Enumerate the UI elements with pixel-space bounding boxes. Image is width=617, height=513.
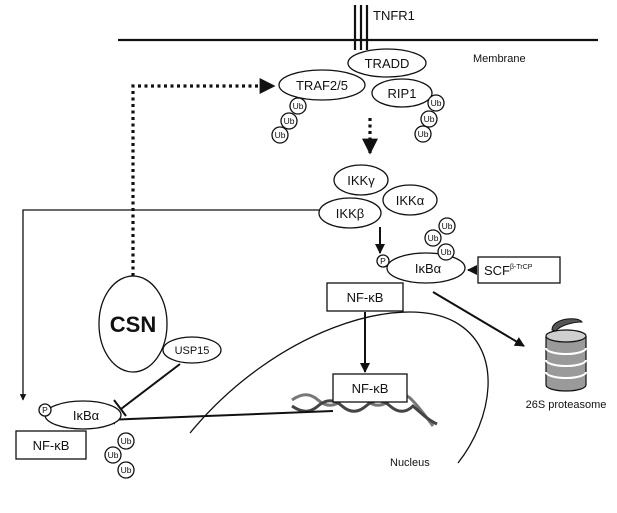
ub-traf-3-label: Ub: [275, 130, 286, 140]
released-ub-chain: Ub Ub Ub: [104, 432, 135, 479]
ikba-label-upper: IκBα: [415, 261, 442, 276]
tradd-node: [347, 48, 427, 78]
usp15-inhibition-line: [120, 363, 181, 410]
nfkb-label-nuclear: NF-κB: [352, 381, 389, 396]
nucleus-envelope: [189, 311, 489, 464]
ikk-beta-label: IKKβ: [336, 206, 364, 221]
nfkb-export-arrow: [105, 410, 334, 425]
nfkb-box-upper: [326, 282, 404, 312]
traf-node: [278, 69, 366, 101]
ub-ikba-3-label: Ub: [442, 221, 453, 231]
ub-free-3-label: Ub: [121, 465, 132, 475]
nucleus-label: Nucleus: [390, 457, 430, 469]
ub-free-1-label: Ub: [121, 436, 132, 446]
traf-ub-chain: Ub Ub Ub: [271, 97, 307, 144]
ub-traf-1-label: Ub: [293, 101, 304, 111]
nfkb-box-nuclear: [332, 373, 408, 403]
scf-base: SCF: [484, 263, 510, 278]
rip1-ub-chain: Ub Ub Ub: [414, 94, 445, 143]
phospho-lower-label: P: [42, 405, 48, 415]
tnfr1-label: TNFR1: [373, 8, 415, 23]
ikk-alpha-node: [382, 184, 438, 216]
ikk-gamma-label: IKKγ: [347, 173, 375, 188]
scf-box: [477, 256, 561, 284]
ub-rip1-1-label: Ub: [431, 98, 442, 108]
ub-rip1-2-label: Ub: [424, 114, 435, 124]
ub-traf-2: [280, 112, 298, 130]
ub-rip1-1: [427, 94, 445, 112]
ikba-label-lower: IκBα: [73, 408, 100, 423]
ikk-alpha-label: IKKα: [396, 193, 425, 208]
ub-rip1-3: [414, 125, 432, 143]
nfkb-box-lower: [15, 430, 87, 460]
ikk-beta-node: [318, 197, 382, 229]
ub-free-3: [117, 461, 135, 479]
ub-traf-2-label: Ub: [284, 116, 295, 126]
ikk-to-left-complex-arrow: [19, 209, 319, 401]
ub-rip1-2: [420, 110, 438, 128]
ikk-gamma-node: [333, 164, 389, 196]
ub-ikba-2: [424, 229, 442, 247]
ub-ikba-1-label: Ub: [441, 247, 452, 257]
rip1-label: RIP1: [388, 86, 417, 101]
ub-ikba-2-label: Ub: [428, 233, 439, 243]
ub-rip1-3-label: Ub: [418, 129, 429, 139]
usp15-inhibition-bar: [113, 399, 127, 417]
tnfr1-receptor: [353, 5, 369, 50]
proteasome-label: 26S proteasome: [526, 399, 607, 411]
membrane-label: Membrane: [473, 53, 526, 65]
tradd-label: TRADD: [365, 56, 410, 71]
scf-sup: β-TrCP: [510, 264, 533, 271]
rip1-node: [371, 78, 433, 108]
ub-traf-3: [271, 126, 289, 144]
ikba-to-proteasome-arrow: [432, 291, 525, 347]
proteasome-icon: [545, 318, 587, 392]
phospho-upper: [376, 254, 390, 268]
scf-label: SCFβ-TrCP: [484, 263, 533, 278]
usp15-node: [162, 336, 222, 364]
csn-to-traf-dotted-arrow: [131, 78, 276, 276]
phospho-lower: [38, 403, 52, 417]
usp15-label: USP15: [175, 345, 210, 357]
ikba-ub-chain: Ub Ub Ub: [424, 217, 456, 261]
csn-label: CSN: [110, 312, 156, 337]
traf-label: TRAF2/5: [296, 78, 348, 93]
ub-free-1: [117, 432, 135, 450]
nfkb-label-lower: NF-κB: [33, 438, 70, 453]
nfkb-label-upper: NF-κB: [347, 290, 384, 305]
ub-free-2-label: Ub: [108, 450, 119, 460]
ub-traf-1: [289, 97, 307, 115]
ub-ikba-1: [437, 243, 455, 261]
ub-ikba-3: [438, 217, 456, 235]
ub-free-2: [104, 446, 122, 464]
phospho-upper-label: P: [380, 256, 386, 266]
